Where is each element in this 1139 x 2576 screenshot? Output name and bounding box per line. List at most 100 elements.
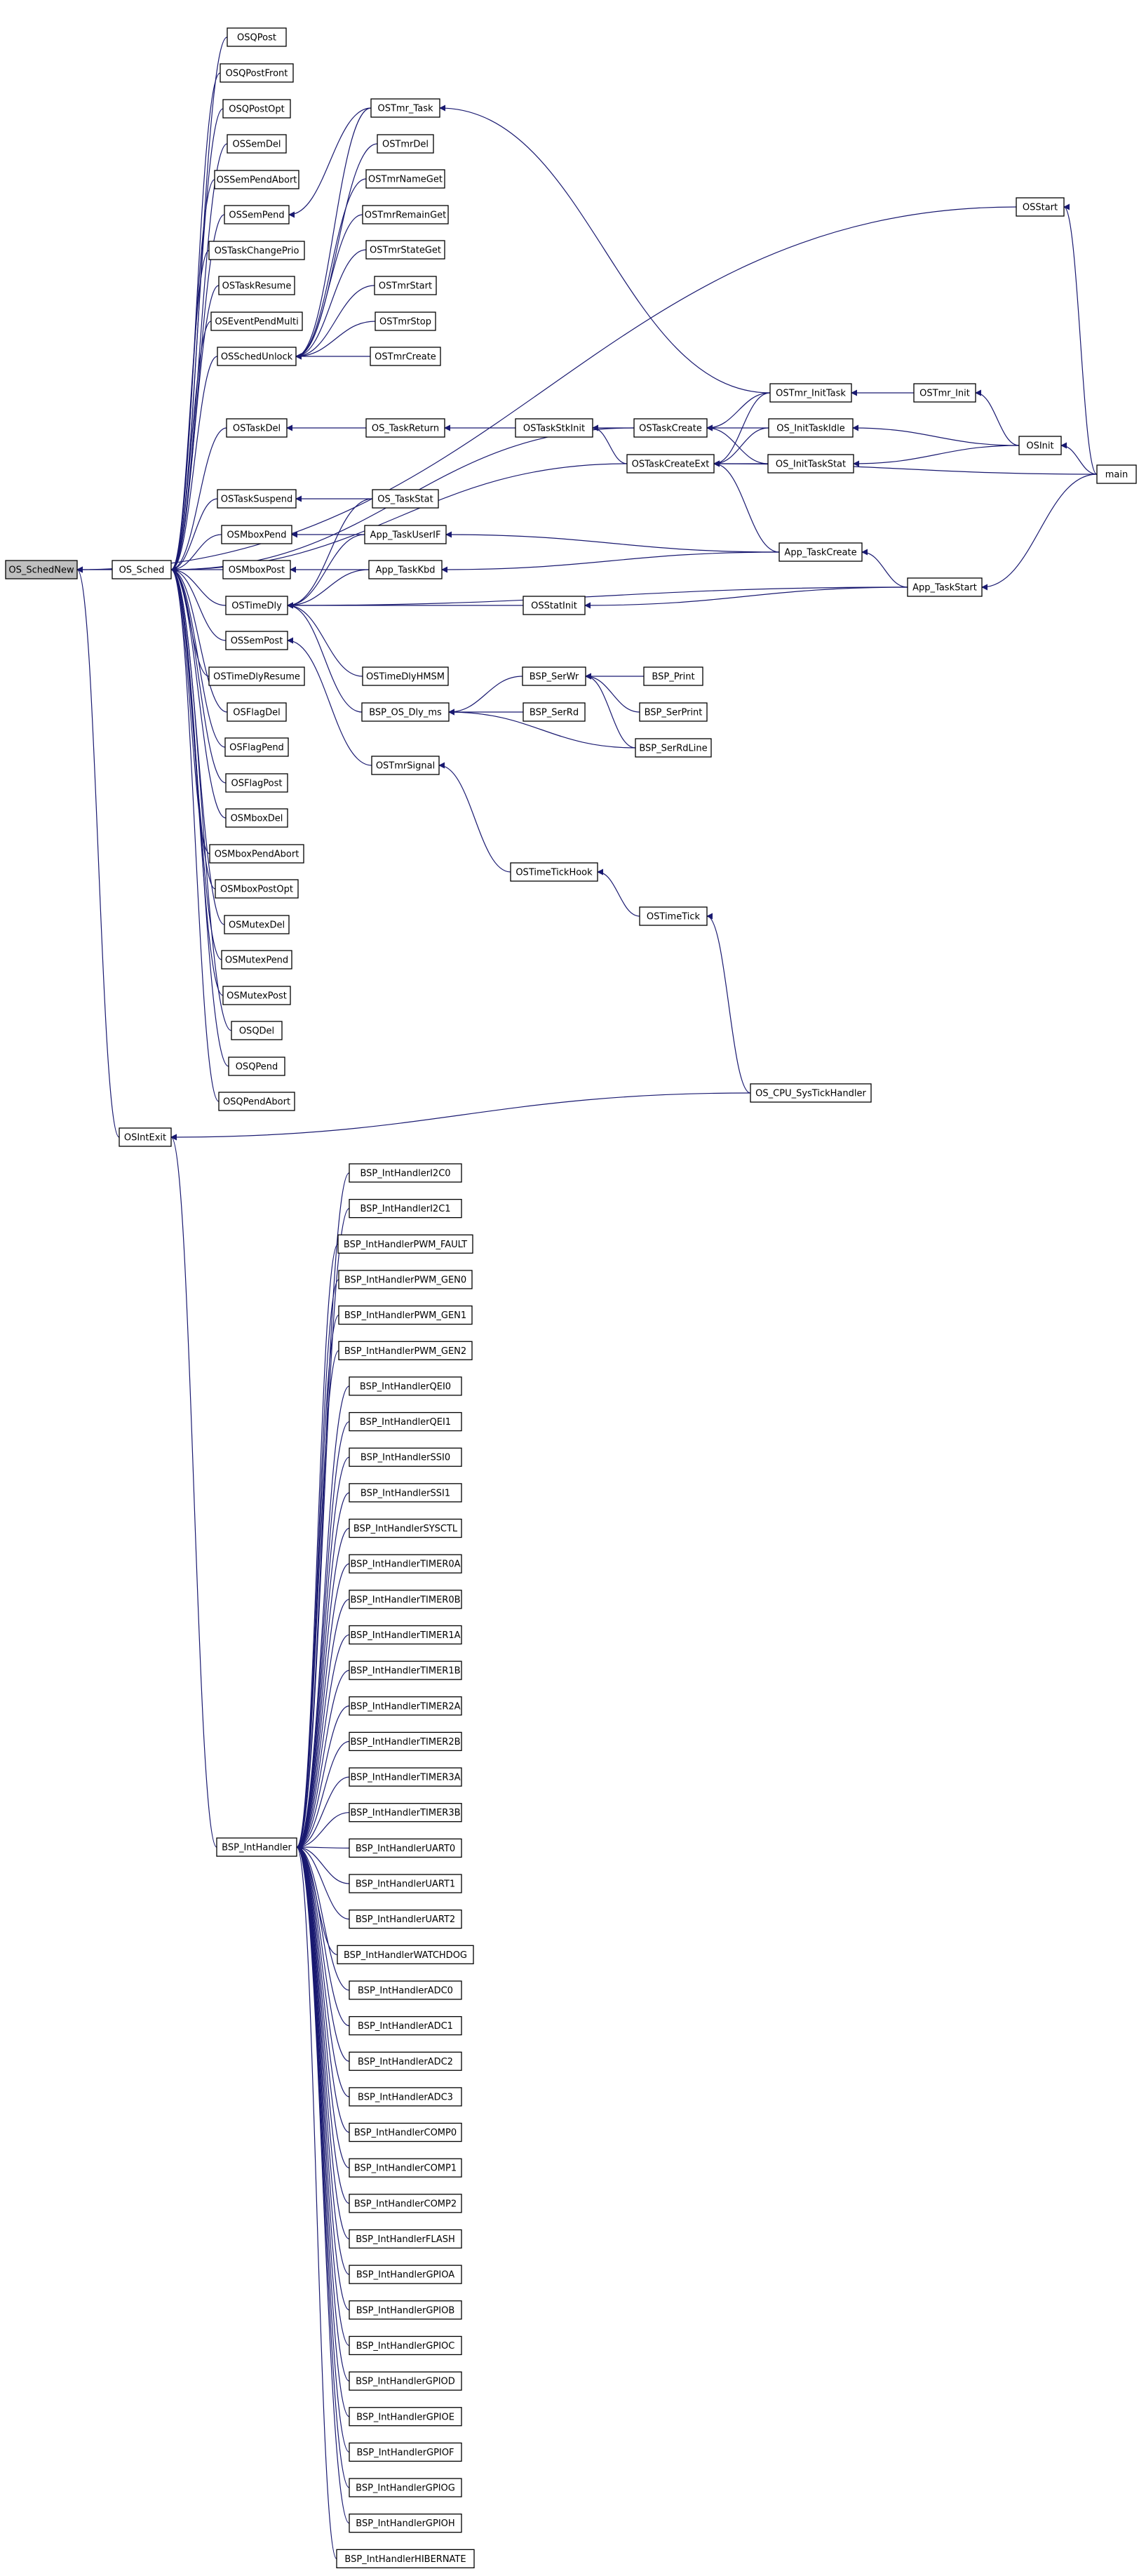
node-adc0[interactable]: BSP_IntHandlerADC0 — [349, 1980, 462, 2000]
node-osqdel[interactable]: OSQDel — [231, 1021, 283, 1040]
node-oseventpendmulti[interactable]: OSEventPendMulti — [210, 311, 303, 331]
node-osflagdel[interactable]: OSFlagDel — [227, 702, 287, 722]
node-os-cpu-systickhandler[interactable]: OS_CPU_SysTickHandler — [750, 1083, 872, 1103]
node-pwm-gen0[interactable]: BSP_IntHandlerPWM_GEN0 — [338, 1270, 473, 1289]
node-osmboxpost[interactable]: OSMboxPost — [222, 560, 291, 579]
node-watchdog[interactable]: BSP_IntHandlerWATCHDOG — [337, 1945, 474, 1964]
node-app-taskstart[interactable]: App_TaskStart — [907, 577, 983, 597]
node-ostaskstkinit[interactable]: OSTaskStkInit — [515, 418, 593, 438]
node-ostmrstart[interactable]: OSTmrStart — [374, 276, 437, 295]
node-ostmr-init[interactable]: OSTmr_Init — [913, 383, 976, 403]
node-gpiod[interactable]: BSP_IntHandlerGPIOD — [349, 2371, 462, 2391]
node-osintexit[interactable]: OSIntExit — [119, 1127, 172, 1147]
node-osmboxdel[interactable]: OSMboxDel — [225, 808, 288, 828]
node-gpioc[interactable]: BSP_IntHandlerGPIOC — [349, 2335, 462, 2356]
node-flash[interactable]: BSP_IntHandlerFLASH — [349, 2229, 462, 2249]
node-osmutexpend[interactable]: OSMutexPend — [221, 950, 292, 970]
node-bsp-serwr[interactable]: BSP_SerWr — [522, 666, 586, 686]
node-timer0b[interactable]: BSP_IntHandlerTIMER0B — [349, 1590, 462, 1609]
node-sysctl[interactable]: BSP_IntHandlerSYSCTL — [349, 1518, 462, 1538]
node-ossemdel[interactable]: OSSemDel — [227, 134, 287, 154]
node-ssi1[interactable]: BSP_IntHandlerSSI1 — [349, 1483, 462, 1503]
node-gpioh[interactable]: BSP_IntHandlerGPIOH — [349, 2514, 462, 2533]
node-comp1[interactable]: BSP_IntHandlerCOMP1 — [349, 2158, 462, 2178]
node-osflagpend[interactable]: OSFlagPend — [224, 737, 289, 757]
node-timer1b[interactable]: BSP_IntHandlerTIMER1B — [349, 1661, 462, 1680]
node-os-taskreturn[interactable]: OS_TaskReturn — [365, 418, 445, 438]
node-osinit[interactable]: OSInit — [1018, 436, 1062, 455]
node-uart2[interactable]: BSP_IntHandlerUART2 — [349, 1909, 462, 1929]
node-bsp-serrd[interactable]: BSP_SerRd — [523, 702, 586, 722]
node-main[interactable]: main — [1096, 464, 1137, 484]
node-gpiof[interactable]: BSP_IntHandlerGPIOF — [349, 2442, 462, 2462]
node-ostaskcreate[interactable]: OSTaskCreate — [633, 418, 708, 438]
node-gpioa[interactable]: BSP_IntHandlerGPIOA — [349, 2265, 462, 2284]
node-pwm-gen2[interactable]: BSP_IntHandlerPWM_GEN2 — [338, 1341, 473, 1360]
node-qei1[interactable]: BSP_IntHandlerQEI1 — [349, 1411, 462, 1432]
node-osschedunlock[interactable]: OSSchedUnlock — [217, 347, 297, 366]
node-adc1[interactable]: BSP_IntHandlerADC1 — [349, 2015, 462, 2036]
node-gpiog[interactable]: BSP_IntHandlerGPIOG — [349, 2478, 462, 2497]
node-i2c1[interactable]: BSP_IntHandlerI2C1 — [349, 1199, 462, 1219]
node-ostmrnameget[interactable]: OSTmrNameGet — [365, 169, 445, 189]
node-ostimetickhook[interactable]: OSTimeTickHook — [510, 862, 598, 882]
node-osmutexdel[interactable]: OSMutexDel — [224, 915, 290, 934]
node-os-schednew[interactable]: OS_SchedNew — [5, 560, 78, 579]
node-app-taskkbd[interactable]: App_TaskKbd — [368, 560, 443, 579]
node-ostmrcreate[interactable]: OSTmrCreate — [370, 347, 441, 366]
node-osqpendabort[interactable]: OSQPendAbort — [218, 1092, 295, 1111]
node-pwm-fault[interactable]: BSP_IntHandlerPWM_FAULT — [337, 1234, 473, 1254]
node-osqpend[interactable]: OSQPend — [228, 1056, 285, 1076]
node-app-taskcreate[interactable]: App_TaskCreate — [779, 542, 863, 562]
node-osflagpost[interactable]: OSFlagPost — [225, 773, 288, 793]
node-ostaskresume[interactable]: OSTaskResume — [218, 276, 295, 295]
node-ostaskdel[interactable]: OSTaskDel — [226, 418, 288, 438]
node-osmutexpost[interactable]: OSMutexPost — [222, 986, 291, 1005]
node-ossempendabort[interactable]: OSSemPendAbort — [214, 170, 299, 189]
node-os-inittaskstat[interactable]: OS_InitTaskStat — [767, 454, 854, 474]
node-os-sched[interactable]: OS_Sched — [112, 560, 172, 579]
node-os-taskstat[interactable]: OS_TaskStat — [372, 489, 439, 509]
node-ostimedlyresume[interactable]: OSTimeDlyResume — [208, 666, 305, 686]
node-ostmrremainget[interactable]: OSTmrRemainGet — [362, 205, 449, 224]
node-ostimedly[interactable]: OSTimeDly — [225, 596, 288, 615]
node-gpiob[interactable]: BSP_IntHandlerGPIOB — [349, 2300, 462, 2320]
node-timer0a[interactable]: BSP_IntHandlerTIMER0A — [349, 1554, 462, 1574]
node-ostasksuspend[interactable]: OSTaskSuspend — [217, 489, 297, 509]
node-gpioe[interactable]: BSP_IntHandlerGPIOE — [349, 2407, 462, 2427]
node-bsp-serrdline[interactable]: BSP_SerRdLine — [635, 738, 712, 758]
node-ssi0[interactable]: BSP_IntHandlerSSI0 — [349, 1447, 462, 1467]
node-timer3b[interactable]: BSP_IntHandlerTIMER3B — [349, 1803, 462, 1823]
node-ostmrdel[interactable]: OSTmrDel — [377, 134, 434, 154]
node-osmboxpostopt[interactable]: OSMboxPostOpt — [215, 879, 299, 899]
node-qei0[interactable]: BSP_IntHandlerQEI0 — [349, 1376, 462, 1396]
node-ostimedlyhmsm[interactable]: OSTimeDlyHMSM — [362, 666, 449, 686]
node-ostmr-task[interactable]: OSTmr_Task — [370, 98, 440, 118]
node-os-inittaskidle[interactable]: OS_InitTaskIdle — [768, 418, 854, 438]
node-osqpostfront[interactable]: OSQPostFront — [220, 63, 294, 83]
node-app-taskuserif[interactable]: App_TaskUserIF — [364, 525, 447, 544]
node-ostmrsignal[interactable]: OSTmrSignal — [371, 756, 440, 775]
node-i2c0[interactable]: BSP_IntHandlerI2C0 — [349, 1163, 462, 1183]
node-comp0[interactable]: BSP_IntHandlerCOMP0 — [349, 2122, 462, 2142]
node-osqpostopt[interactable]: OSQPostOpt — [222, 99, 291, 119]
node-uart1[interactable]: BSP_IntHandlerUART1 — [349, 1874, 462, 1893]
node-bsp-print[interactable]: BSP_Print — [643, 666, 703, 686]
node-pwm-gen1[interactable]: BSP_IntHandlerPWM_GEN1 — [338, 1305, 473, 1325]
node-ostaskcreateext[interactable]: OSTaskCreateExt — [626, 454, 715, 474]
node-timer2b[interactable]: BSP_IntHandlerTIMER2B — [349, 1731, 462, 1752]
node-adc3[interactable]: BSP_IntHandlerADC3 — [349, 2087, 462, 2107]
node-ossempost[interactable]: OSSemPost — [225, 631, 288, 650]
node-bsp-inthandler[interactable]: BSP_IntHandler — [216, 1837, 297, 1857]
node-comp2[interactable]: BSP_IntHandlerCOMP2 — [349, 2194, 462, 2213]
node-ostmr-inittask[interactable]: OSTmr_InitTask — [769, 383, 852, 403]
node-ostimetick[interactable]: OSTimeTick — [639, 906, 708, 926]
node-ostaskchangeprio[interactable]: OSTaskChangePrio — [208, 241, 305, 260]
node-timer1a[interactable]: BSP_IntHandlerTIMER1A — [349, 1625, 462, 1645]
node-bsp-serprint[interactable]: BSP_SerPrint — [639, 702, 708, 722]
node-osqpost[interactable]: OSQPost — [227, 27, 287, 47]
node-uart0[interactable]: BSP_IntHandlerUART0 — [349, 1838, 462, 1858]
node-ostmrstateget[interactable]: OSTmrStateGet — [365, 240, 445, 260]
node-ossempend[interactable]: OSSemPend — [224, 205, 290, 224]
node-osstart[interactable]: OSStart — [1016, 197, 1065, 217]
